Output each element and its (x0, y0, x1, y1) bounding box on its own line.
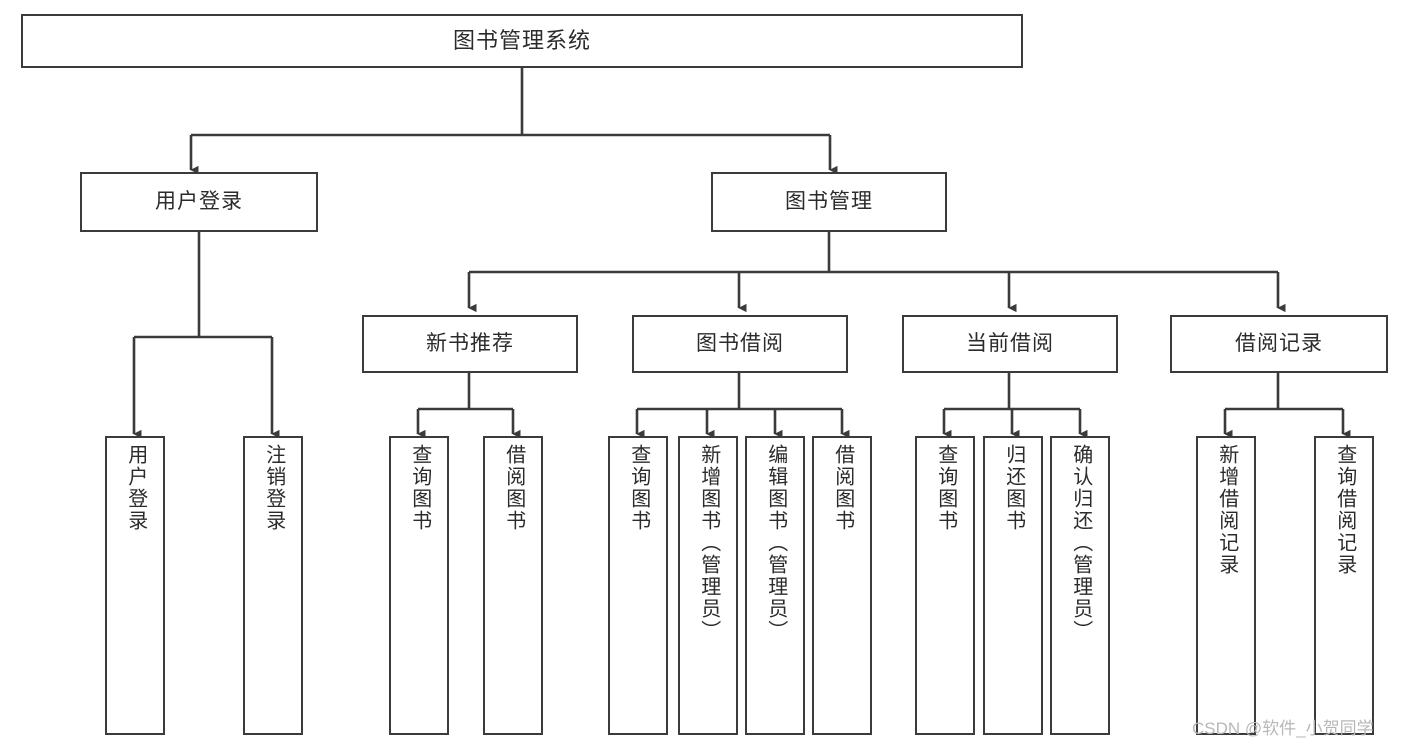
node-label: 图书管理系统 (452, 27, 591, 53)
node-leaf-borrow-book[interactable]: 借阅图书 (812, 436, 872, 735)
node-leaf-logout-login[interactable]: 注销登录 (243, 436, 303, 735)
node-label: 图书借阅 (696, 332, 784, 356)
node-leaf-add-borrow-record[interactable]: 新增借阅记录 (1196, 436, 1256, 735)
node-label: 用户登录 (124, 444, 147, 532)
node-leaf-add-book-admin[interactable]: 新增图书（管理员） (678, 436, 738, 735)
node-book-management-system[interactable]: 图书管理系统 (21, 14, 1023, 68)
node-label: 用户登录 (155, 190, 243, 214)
node-leaf-user-login[interactable]: 用户登录 (105, 436, 165, 735)
node-borrow-record[interactable]: 借阅记录 (1170, 315, 1388, 373)
node-leaf-query-book-borrow[interactable]: 查询图书 (608, 436, 668, 735)
node-label: 确认归还（管理员） (1069, 444, 1092, 642)
node-book-borrow[interactable]: 图书借阅 (632, 315, 848, 373)
node-label: 新书推荐 (426, 332, 514, 356)
node-book-management[interactable]: 图书管理 (711, 172, 947, 232)
node-label: 查询图书 (408, 444, 431, 532)
node-label: 新增图书（管理员） (697, 444, 720, 642)
node-label: 查询借阅记录 (1333, 444, 1356, 576)
node-leaf-query-borrow-record[interactable]: 查询借阅记录 (1314, 436, 1374, 735)
node-label: 查询图书 (934, 444, 957, 532)
node-label: 当前借阅 (966, 332, 1054, 356)
node-leaf-edit-book-admin[interactable]: 编辑图书（管理员） (745, 436, 805, 735)
node-leaf-query-book-recommend[interactable]: 查询图书 (389, 436, 449, 735)
node-new-book-recommend[interactable]: 新书推荐 (362, 315, 578, 373)
node-label: 借阅图书 (831, 444, 854, 532)
node-label: 图书管理 (785, 190, 873, 214)
node-label: 编辑图书（管理员） (764, 444, 787, 642)
node-label: 归还图书 (1002, 444, 1025, 532)
node-label: 注销登录 (262, 444, 285, 532)
node-label: 新增借阅记录 (1215, 444, 1238, 576)
node-label: 借阅图书 (502, 444, 525, 532)
node-label: 借阅记录 (1235, 332, 1323, 356)
node-leaf-query-book-current[interactable]: 查询图书 (915, 436, 975, 735)
node-leaf-borrow-book-recommend[interactable]: 借阅图书 (483, 436, 543, 735)
node-leaf-confirm-return-admin[interactable]: 确认归还（管理员） (1050, 436, 1110, 735)
node-user-login[interactable]: 用户登录 (80, 172, 318, 232)
node-current-borrow[interactable]: 当前借阅 (902, 315, 1118, 373)
node-leaf-return-book[interactable]: 归还图书 (983, 436, 1043, 735)
node-label: 查询图书 (627, 444, 650, 532)
